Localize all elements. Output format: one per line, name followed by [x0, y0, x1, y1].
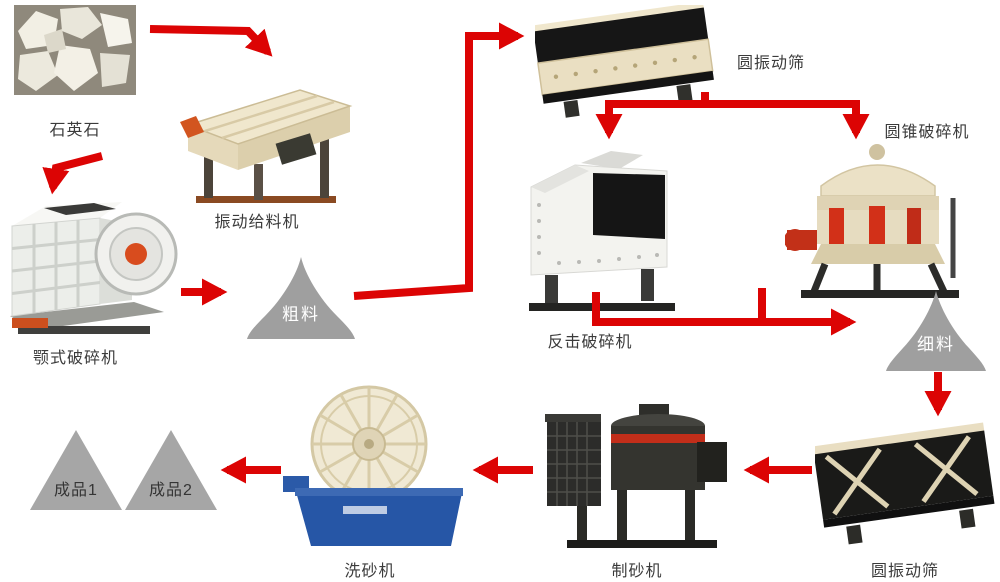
jaw-crusher-illustration	[4, 192, 179, 342]
arrow-screen-top-to-cone-crusher	[701, 100, 870, 140]
coarse-material-pile: 粗料	[245, 254, 357, 340]
vibrating-screen-top-illustration	[535, 5, 715, 125]
sand-maker-illustration	[543, 392, 731, 554]
quartz-stone-photo	[14, 5, 136, 95]
cone-crusher-illustration	[785, 138, 970, 300]
feeder-label: 振动给料机	[214, 214, 300, 231]
cone-crusher-label: 圆锥破碎机	[884, 124, 970, 141]
vibrating-feeder-illustration	[178, 80, 356, 205]
flywheel	[94, 212, 178, 296]
arrow-quartz-to-feeder	[149, 25, 273, 57]
bucket-wheel	[310, 385, 428, 503]
product-1-pile: 成品1	[28, 428, 124, 512]
arrow-coarse-to-screen-top	[353, 22, 525, 300]
sand-maker-label: 制砂机	[611, 563, 663, 580]
product-1-label: 成品1	[54, 482, 98, 499]
jaw-crusher-label: 颚式破碎机	[32, 350, 118, 367]
quartz-label: 石英石	[49, 122, 101, 139]
arrow-feeder-to-jaw-crusher	[42, 152, 104, 195]
impact-crusher-label: 反击破碎机	[547, 334, 633, 351]
vibrating-screen-bottom-illustration	[815, 418, 995, 553]
product-2-pile: 成品2	[123, 428, 219, 512]
coarse-pile-label: 粗料	[282, 305, 320, 324]
sand-washer-label: 洗砂机	[344, 563, 396, 580]
screen-top-label: 圆振动筛	[736, 55, 805, 72]
sand-washer-illustration	[283, 382, 465, 552]
impact-crusher-illustration	[515, 145, 693, 313]
product-2-label: 成品2	[149, 482, 193, 499]
fine-material-pile: 细料	[884, 288, 988, 372]
screen-bottom-label: 圆振动筛	[870, 563, 939, 580]
fine-pile-label: 细料	[917, 335, 955, 354]
